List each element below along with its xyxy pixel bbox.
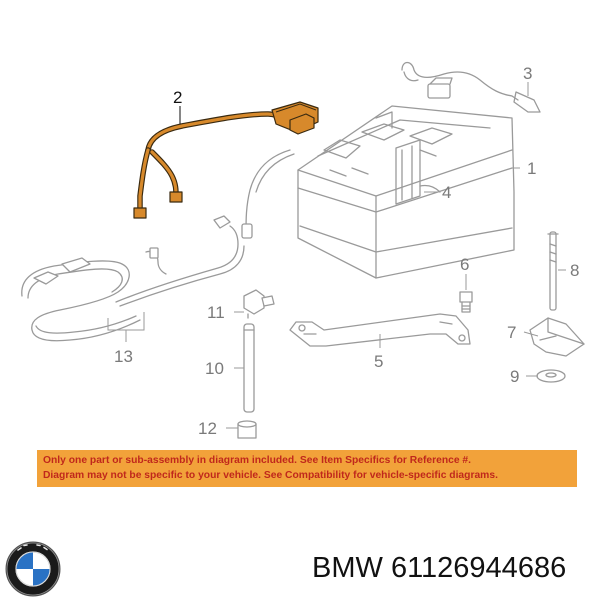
callout-7: 7 xyxy=(507,323,516,342)
notice-line-1: Only one part or sub-assembly in diagram… xyxy=(43,455,472,466)
bolt-part-6 xyxy=(459,291,473,313)
callout-8: 8 xyxy=(570,261,579,280)
callout-9: 9 xyxy=(510,367,519,386)
tube-part-10 xyxy=(243,323,255,413)
brand-name: BMW xyxy=(312,552,383,584)
callout-4: 4 xyxy=(442,183,451,202)
part-number: 61126944686 xyxy=(390,552,567,584)
callout-6: 6 xyxy=(460,255,469,274)
callout-2: 2 xyxy=(173,88,182,107)
compatibility-notice: Only one part or sub-assembly in diagram… xyxy=(37,450,577,487)
callout-13: 13 xyxy=(114,347,133,366)
battery-part xyxy=(297,105,515,279)
leader-7 xyxy=(523,331,539,337)
washer-part-9 xyxy=(536,369,566,383)
clamp-part-7 xyxy=(529,317,585,357)
callout-11: 11 xyxy=(207,303,225,322)
callout-1: 1 xyxy=(527,159,536,178)
callout-3: 3 xyxy=(523,64,532,83)
stud-part-8 xyxy=(547,231,559,311)
cap-part-12 xyxy=(237,420,257,439)
cable-part-2-highlighted xyxy=(133,101,319,219)
harness-part-13 xyxy=(21,215,245,342)
cable-part-3 xyxy=(401,61,541,113)
connector-part-11 xyxy=(243,289,275,319)
notice-line-2: Diagram may not be specific to your vehi… xyxy=(43,470,498,481)
bracket-part-5 xyxy=(289,313,471,347)
callout-12: 12 xyxy=(198,419,217,438)
bmw-roundel-icon xyxy=(5,541,61,597)
callout-5: 5 xyxy=(374,352,383,371)
main-cable xyxy=(241,149,295,239)
callout-10: 10 xyxy=(205,359,224,378)
part-title: BMW 61126944686 xyxy=(312,552,566,585)
vent-part-4 xyxy=(419,184,441,193)
